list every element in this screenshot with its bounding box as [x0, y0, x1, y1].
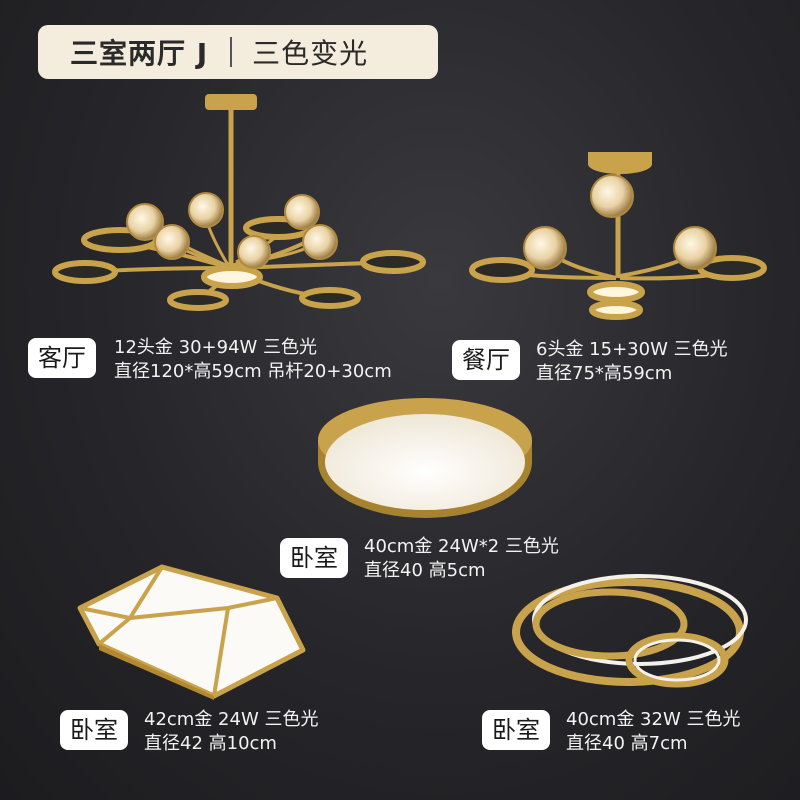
bedroom-1-spec-line1: 40cm金 24W*2 三色光 [364, 536, 559, 557]
room-badge-dining-room: 餐厅 [452, 340, 520, 380]
bedroom-2-spec-line1: 42cm金 24W 三色光 [144, 709, 319, 730]
bedroom-2-spec-line2: 直径42 高10cm [144, 733, 277, 754]
page-subtitle: 三色变光 [252, 37, 369, 70]
page-title: 三室两厅 J [70, 37, 209, 70]
room-badge-bedroom-1: 卧室 [280, 538, 348, 578]
living-room-spec-line1: 12头金 30+94W 三色光 [114, 337, 318, 358]
dining-room-spec-line1: 6头金 15+30W 三色光 [536, 339, 728, 360]
dining-room-specs: 6头金 15+30W 三色光 直径75*高59cm [536, 338, 728, 386]
bedroom-1-spec-line2: 直径40 高5cm [364, 560, 486, 581]
bedroom-1-specs: 40cm金 24W*2 三色光 直径40 高5cm [364, 535, 559, 583]
header-divider [230, 37, 233, 67]
room-badge-bedroom-3: 卧室 [482, 710, 550, 750]
bedroom-3-spec-line1: 40cm金 32W 三色光 [566, 709, 741, 730]
header-banner: 三室两厅 J 三色变光 [38, 25, 438, 79]
living-room-specs: 12头金 30+94W 三色光 直径120*高59cm 吊杆20+30cm [114, 336, 392, 384]
dining-room-spec-line2: 直径75*高59cm [536, 363, 673, 384]
bedroom-2-specs: 42cm金 24W 三色光 直径42 高10cm [144, 708, 318, 756]
living-room-spec-line2: 直径120*高59cm 吊杆20+30cm [114, 361, 392, 382]
room-badge-bedroom-2: 卧室 [60, 710, 128, 750]
bedroom-3-specs: 40cm金 32W 三色光 直径40 高7cm [566, 708, 740, 756]
bedroom-3-spec-line2: 直径40 高7cm [566, 733, 688, 754]
room-badge-living-room: 客厅 [28, 338, 96, 378]
